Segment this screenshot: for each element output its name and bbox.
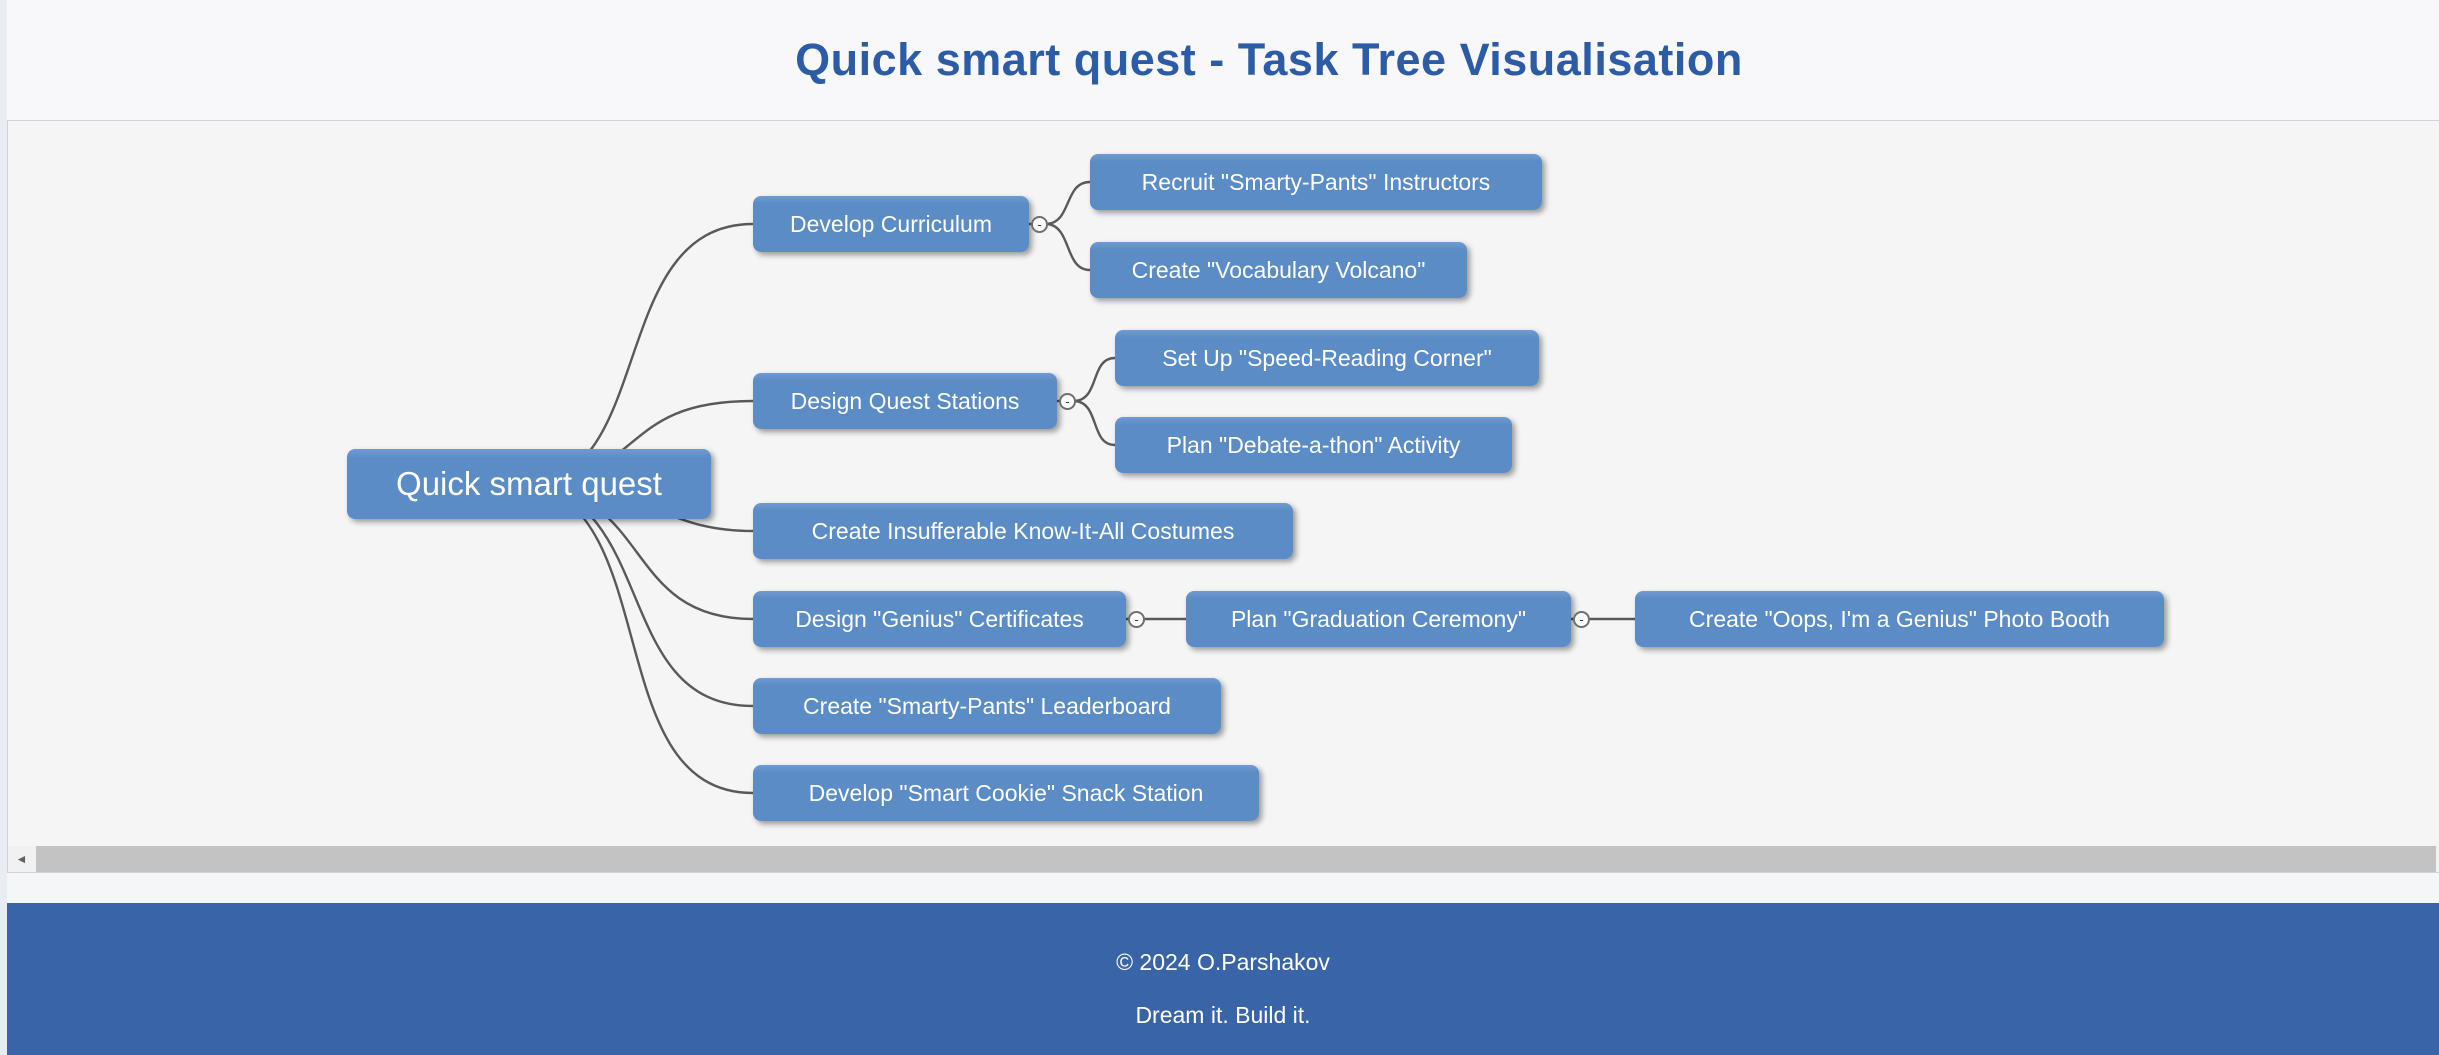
page-footer: © 2024 O.Parshakov Dream it. Build it.: [7, 903, 2439, 1055]
root-node[interactable]: Quick smart quest: [347, 449, 711, 519]
node-create-oops-im-a-genius-photo-booth[interactable]: Create "Oops, I'm a Genius" Photo Booth: [1635, 591, 2164, 647]
node-create-smarty-pants-leaderboard[interactable]: Create "Smarty-Pants" Leaderboard: [753, 678, 1221, 734]
scroll-left-button[interactable]: ◄: [8, 846, 35, 872]
mindmap-canvas: Quick smart quest Develop Curriculum Rec…: [8, 121, 2439, 872]
collapse-toggle-develop-curriculum[interactable]: -: [1031, 216, 1048, 233]
node-create-insufferable-know-it-all-costumes[interactable]: Create Insufferable Know-It-All Costumes: [753, 503, 1293, 559]
task-tree-panel: Quick smart quest Develop Curriculum Rec…: [7, 120, 2439, 873]
page-title: Quick smart quest - Task Tree Visualisat…: [795, 34, 1743, 85]
node-develop-smart-cookie-snack-station[interactable]: Develop "Smart Cookie" Snack Station: [753, 765, 1259, 821]
node-design-genius-certificates[interactable]: Design "Genius" Certificates: [753, 591, 1126, 647]
collapse-toggle-design-genius-certificates[interactable]: -: [1128, 611, 1145, 628]
node-plan-debate-a-thon-activity[interactable]: Plan "Debate-a-thon" Activity: [1115, 417, 1512, 473]
scrollbar-thumb[interactable]: [36, 846, 2436, 872]
collapse-toggle-plan-graduation-ceremony[interactable]: -: [1573, 611, 1590, 628]
node-set-up-speed-reading-corner[interactable]: Set Up "Speed-Reading Corner": [1115, 330, 1539, 386]
collapse-toggle-design-quest-stations[interactable]: -: [1059, 393, 1076, 410]
horizontal-scrollbar[interactable]: ◄: [8, 846, 2439, 872]
scroll-left-arrow-icon: ◄: [15, 852, 28, 866]
footer-tagline: Dream it. Build it.: [1135, 1002, 1311, 1028]
node-develop-curriculum[interactable]: Develop Curriculum: [753, 196, 1029, 252]
node-plan-graduation-ceremony[interactable]: Plan "Graduation Ceremony": [1186, 591, 1571, 647]
node-create-vocabulary-volcano[interactable]: Create "Vocabulary Volcano": [1090, 242, 1467, 298]
page-header: Quick smart quest - Task Tree Visualisat…: [7, 0, 2439, 120]
node-recruit-smarty-pants-instructors[interactable]: Recruit "Smarty-Pants" Instructors: [1090, 154, 1542, 210]
footer-copyright: © 2024 O.Parshakov: [1116, 949, 1330, 975]
node-design-quest-stations[interactable]: Design Quest Stations: [753, 373, 1057, 429]
page-left-gutter: [0, 0, 7, 1055]
